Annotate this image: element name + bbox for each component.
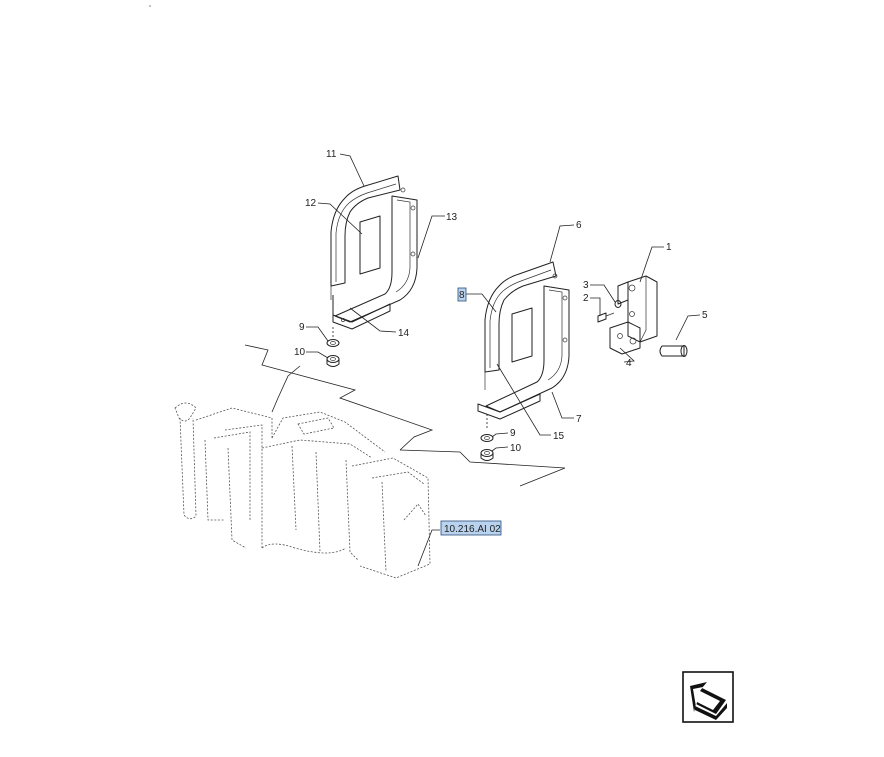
callout-8: 8 — [459, 290, 465, 301]
callout-7: 7 — [576, 414, 582, 425]
callout-labels: 11 12 13 14 9 10 6 8 15 7 9 10 1 3 2 4 5 — [294, 149, 708, 454]
callout-11: 11 — [326, 149, 337, 160]
reference-link-box[interactable] — [440, 520, 502, 536]
hinge-assembly — [597, 275, 688, 357]
stray-dot — [149, 5, 151, 7]
callout-3: 3 — [583, 280, 589, 291]
callout-8-highlight — [457, 287, 467, 302]
reference-link[interactable]: 10.216.AI 02 — [440, 520, 502, 536]
left-bracket-assembly — [330, 175, 418, 330]
fuel-tank-outline — [174, 402, 431, 579]
reference-link-label[interactable]: 10.216.AI 02 — [444, 524, 501, 535]
right-bracket-assembly — [477, 261, 570, 420]
callout-1: 1 — [666, 242, 672, 253]
return-arrow-icon[interactable] — [682, 671, 734, 723]
callout-9-left: 9 — [299, 322, 305, 333]
right-fasteners — [480, 414, 494, 461]
callout-13: 13 — [446, 212, 458, 223]
callout-10-left: 10 — [294, 347, 306, 358]
callout-14: 14 — [398, 328, 410, 339]
callout-9-right: 9 — [510, 428, 516, 439]
callout-15: 15 — [553, 431, 565, 442]
callout-4: 4 — [626, 358, 632, 369]
callout-5: 5 — [702, 310, 708, 321]
break-lines — [244, 344, 566, 487]
callout-10-right: 10 — [510, 443, 522, 454]
left-fasteners — [326, 327, 340, 367]
callout-2: 2 — [583, 293, 589, 304]
leader-lines — [306, 153, 701, 567]
callout-6: 6 — [576, 220, 582, 231]
callout-12: 12 — [305, 198, 317, 209]
